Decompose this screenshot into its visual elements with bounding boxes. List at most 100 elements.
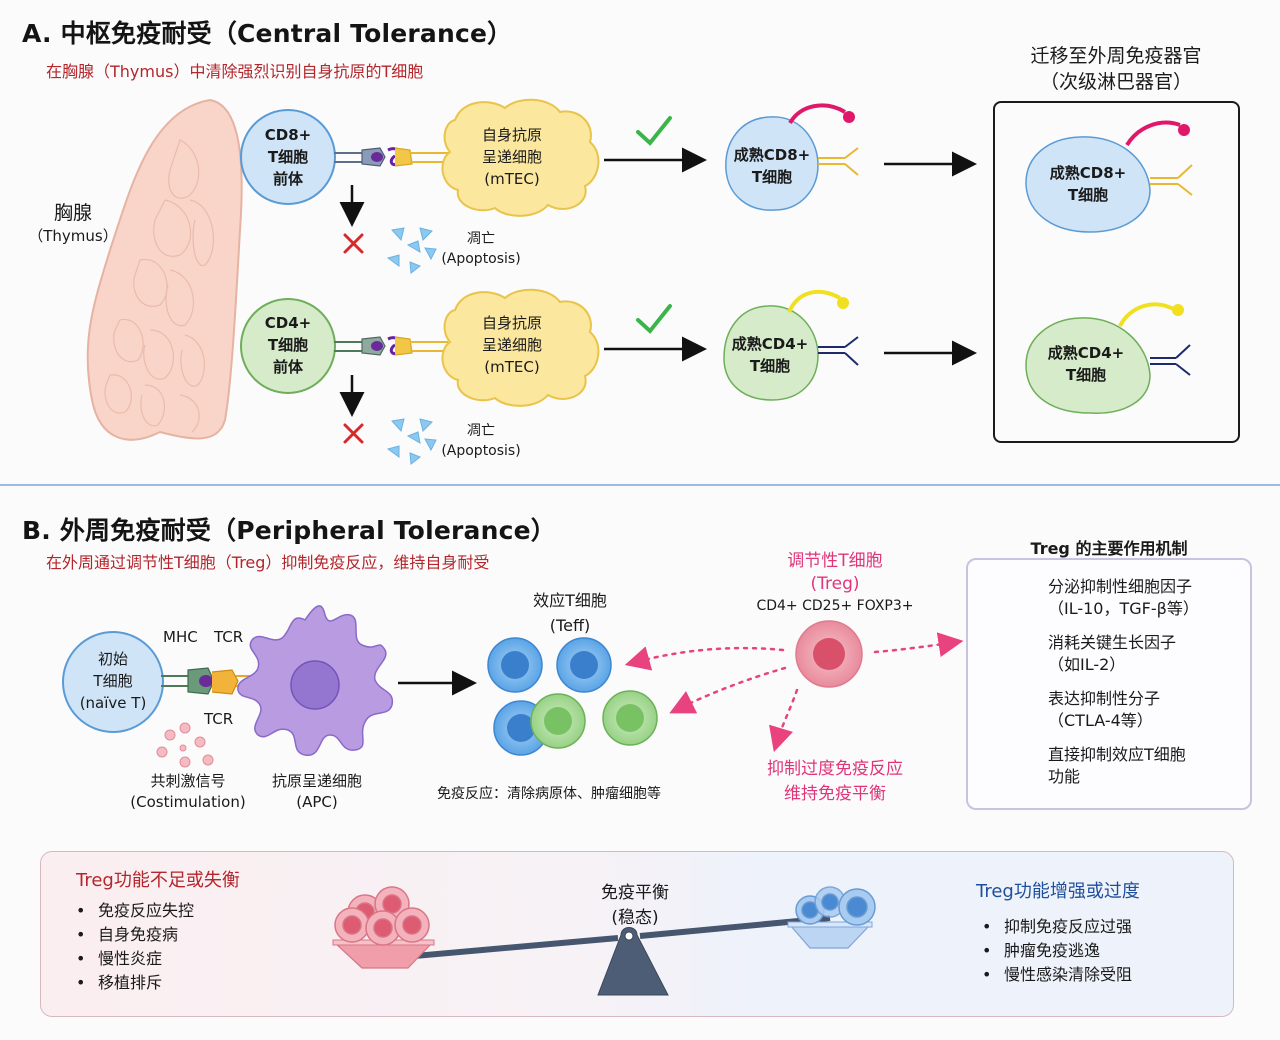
label-line: (Apoptosis) xyxy=(441,251,521,267)
label-line: 抗原呈递细胞 xyxy=(271,772,362,790)
label-line: 成熟CD4+ xyxy=(1047,344,1125,362)
mhc-label: MHC xyxy=(163,628,198,646)
label-line: 呈递细胞 xyxy=(481,148,542,166)
mechanisms-title: Treg 的主要作用机制 xyxy=(1030,539,1188,558)
migration-title: 迁移至外周免疫器官 xyxy=(1030,45,1202,67)
cd8-precursor-label: CD8+ T细胞 前体 xyxy=(241,124,335,190)
cross-icon xyxy=(343,423,364,444)
apc-label: 抗原呈递细胞 (APC) xyxy=(254,771,380,813)
apc-cell xyxy=(237,605,394,756)
list-item: 移植排斥 xyxy=(76,971,194,995)
label-line: （IL-10，TGF-β等） xyxy=(1048,599,1199,618)
label-line: （如IL-2） xyxy=(1048,655,1126,674)
label-line: T细胞 xyxy=(751,168,793,186)
apoptosis-label-cd4: 凋亡 (Apoptosis) xyxy=(436,421,526,461)
thymus-label: 胸腺 （Thymus） xyxy=(18,201,128,247)
label-line: T细胞 xyxy=(1065,366,1107,384)
right-balance-title: Treg功能增强或过度 xyxy=(976,881,1140,902)
treg-heading: 调节性T细胞 (Treg) CD4+ CD25+ FOXP3+ xyxy=(745,549,925,617)
tcr-mhc-link-cd4 xyxy=(334,336,448,356)
treg-name: 调节性T细胞 xyxy=(787,551,883,571)
apoptotic-fragments-icon xyxy=(386,227,437,274)
migrated-cd8-label: 成熟CD8+ T细胞 xyxy=(1038,162,1138,206)
label-line: CD4+ xyxy=(264,314,312,332)
mtec-cloud-cd8 xyxy=(441,98,600,217)
treg-abbr: (Treg) xyxy=(810,574,860,594)
label-line: 成熟CD8+ xyxy=(733,146,811,164)
label-line: CD8+ xyxy=(264,126,312,144)
thymus-label-cn: 胸腺 xyxy=(53,202,92,224)
section-a-title: A. 中枢免疫耐受（Central Tolerance） xyxy=(22,19,513,48)
cd8-precursor-cell xyxy=(240,109,336,205)
apoptosis-label-cd8: 凋亡 (Apoptosis) xyxy=(436,229,526,269)
costimulation-label: 共刺激信号 (Costimulation) xyxy=(118,771,258,813)
migrated-cd4-label: 成熟CD4+ T细胞 xyxy=(1036,342,1136,386)
mechanism-item: 直接抑制效应T细胞 功能 xyxy=(1048,744,1186,788)
mechanism-item: 表达抑制性分子 （CTLA-4等） xyxy=(1048,688,1160,732)
label-line: T细胞 xyxy=(1067,186,1109,204)
label-line: 初始 xyxy=(97,650,128,668)
list-item: 慢性感染清除受阻 xyxy=(982,963,1132,987)
list-item: 抑制免疫反应过强 xyxy=(982,915,1132,939)
naive-t-label: 初始 T细胞 (naïve T) xyxy=(63,648,163,714)
label-line: (Apoptosis) xyxy=(441,443,521,459)
label-line: T细胞 xyxy=(267,148,309,166)
cross-icon xyxy=(343,233,364,254)
label-line: 自身抗原 xyxy=(481,314,542,332)
immune-response-caption: 免疫反应：清除病原体、肿瘤细胞等 xyxy=(437,786,661,802)
label-line: (Costimulation) xyxy=(130,793,246,811)
label-line: 共刺激信号 xyxy=(150,772,226,790)
naive-t-cell xyxy=(62,631,164,733)
label-line: 消耗关键生长因子 xyxy=(1048,633,1177,652)
label-line: 成熟CD4+ xyxy=(731,335,809,353)
label-line: 凋亡 xyxy=(467,231,495,247)
migrated-cd8-cell xyxy=(1025,136,1151,233)
mtec-label-cd4: 自身抗原 呈递细胞 (mTEC) xyxy=(462,312,562,378)
suppress-caption: 抑制过度免疫反应 维持免疫平衡 xyxy=(745,757,925,807)
label-line: （CTLA-4等） xyxy=(1048,711,1153,730)
left-balance-list: 免疫反应失控 自身免疫病 慢性炎症 移植排斥 xyxy=(76,899,194,995)
tcr-label-bottom: TCR xyxy=(204,710,234,728)
section-b-title: B. 外周免疫耐受（Peripheral Tolerance） xyxy=(22,516,556,545)
teff-label: 效应T细胞 (Teff) xyxy=(510,588,630,638)
mature-cd4-label: 成熟CD4+ T细胞 xyxy=(722,333,818,377)
label-line: 维持免疫平衡 xyxy=(784,784,886,804)
cd4-precursor-cell xyxy=(240,298,336,394)
balance-center-label: 免疫平衡 (稳态) xyxy=(570,881,700,931)
label-line: (APC) xyxy=(296,793,338,811)
label-line: 分泌抑制性细胞因子 xyxy=(1048,577,1193,596)
label-line: 表达抑制性分子 xyxy=(1048,689,1161,708)
list-item: 自身免疫病 xyxy=(76,923,194,947)
label-line: T细胞 xyxy=(267,336,309,354)
section-b-subtitle: 在外周通过调节性T细胞（Treg）抑制免疫反应，维持自身耐受 xyxy=(46,553,490,572)
label-line: (稳态) xyxy=(611,908,659,928)
balance-scale xyxy=(332,886,876,996)
left-balance-title: Treg功能不足或失衡 xyxy=(76,870,240,891)
list-item: 慢性炎症 xyxy=(76,947,194,971)
mechanism-item: 消耗关键生长因子 （如IL-2） xyxy=(1048,632,1176,676)
label-line: 效应T细胞 xyxy=(533,591,607,610)
mtec-label-cd8: 自身抗原 呈递细胞 (mTEC) xyxy=(462,124,562,190)
label-line: (mTEC) xyxy=(484,358,540,376)
label-line: (naïve T) xyxy=(79,694,147,712)
thymus-label-en: （Thymus） xyxy=(28,227,118,245)
row-cd4 xyxy=(240,288,1191,465)
label-line: 前体 xyxy=(272,358,303,376)
label-line: 直接抑制效应T细胞 xyxy=(1048,745,1186,764)
teff-cells xyxy=(487,637,658,756)
mechanism-item: 分泌抑制性细胞因子 （IL-10，TGF-β等） xyxy=(1048,576,1199,620)
check-icon xyxy=(636,116,672,146)
label-line: 自身抗原 xyxy=(481,126,542,144)
thymus-illustration xyxy=(86,98,243,441)
treg-markers: CD4+ CD25+ FOXP3+ xyxy=(756,598,914,614)
list-item: 肿瘤免疫逃逸 xyxy=(982,939,1132,963)
treg-cell xyxy=(795,620,863,688)
label-line: T细胞 xyxy=(93,672,133,690)
check-icon xyxy=(636,304,672,334)
row-cd8 xyxy=(240,98,1193,274)
list-item: 免疫反应失控 xyxy=(76,899,194,923)
migrated-cd4-cell xyxy=(1025,317,1151,414)
label-line: 前体 xyxy=(272,170,303,188)
label-line: 功能 xyxy=(1048,767,1081,786)
